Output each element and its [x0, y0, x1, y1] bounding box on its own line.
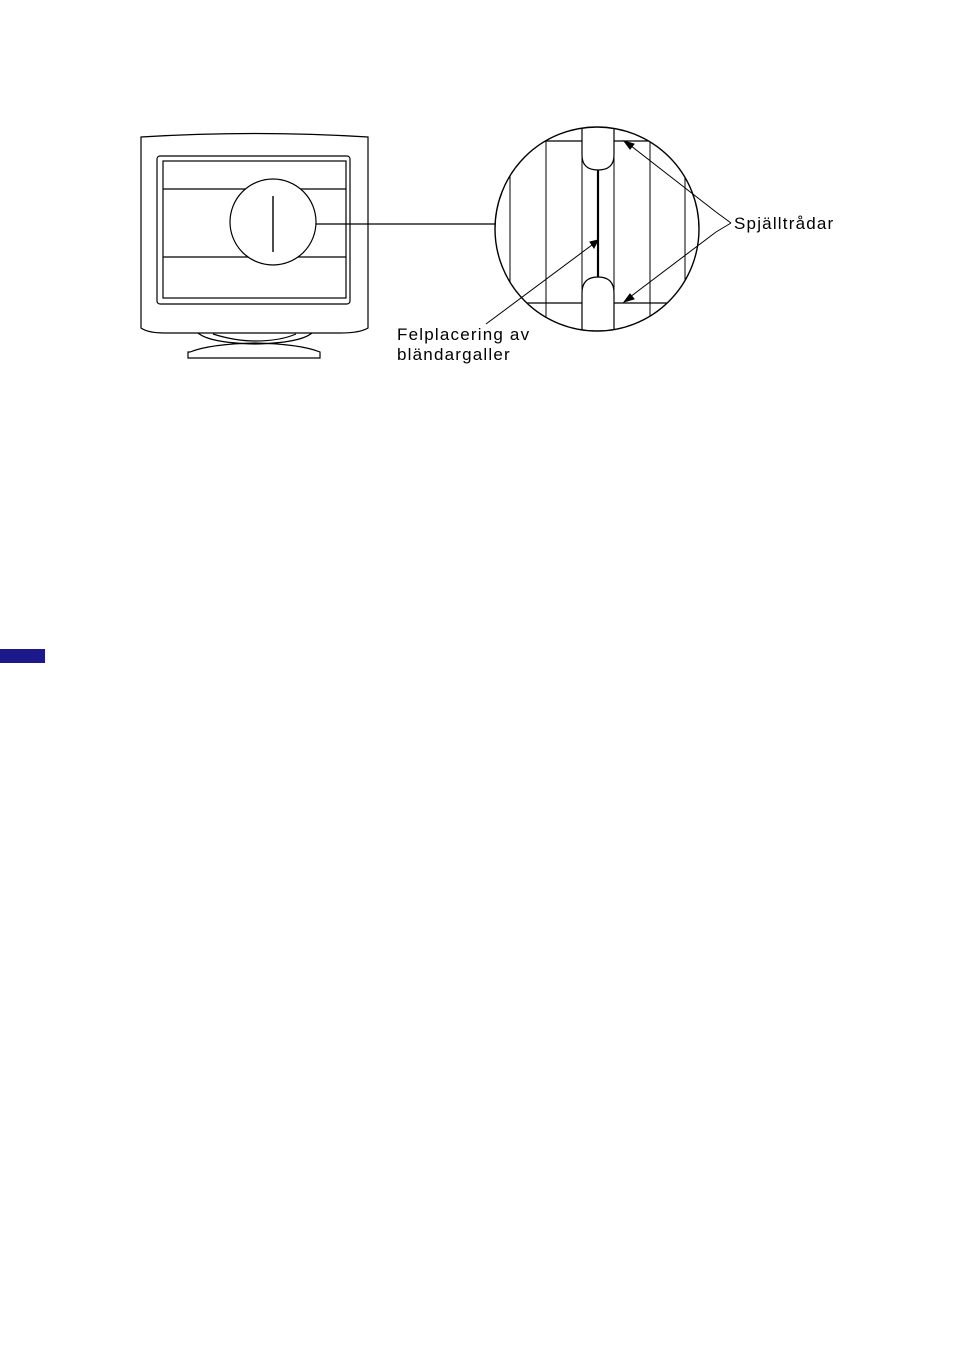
monitor-neck-inner [213, 334, 296, 341]
grille-misplacement-label-line2: bländargaller [397, 345, 530, 365]
magnified-view [490, 120, 705, 340]
section-side-tab [0, 649, 45, 663]
damper-wires-label: Spjälltrådar [734, 214, 834, 234]
monitor-base [188, 343, 320, 358]
grille-misplacement-label: Felplacering av bländargaller [397, 325, 530, 365]
screen-magnify-spot [230, 179, 316, 265]
grille-misplacement-label-line1: Felplacering av [397, 325, 530, 345]
